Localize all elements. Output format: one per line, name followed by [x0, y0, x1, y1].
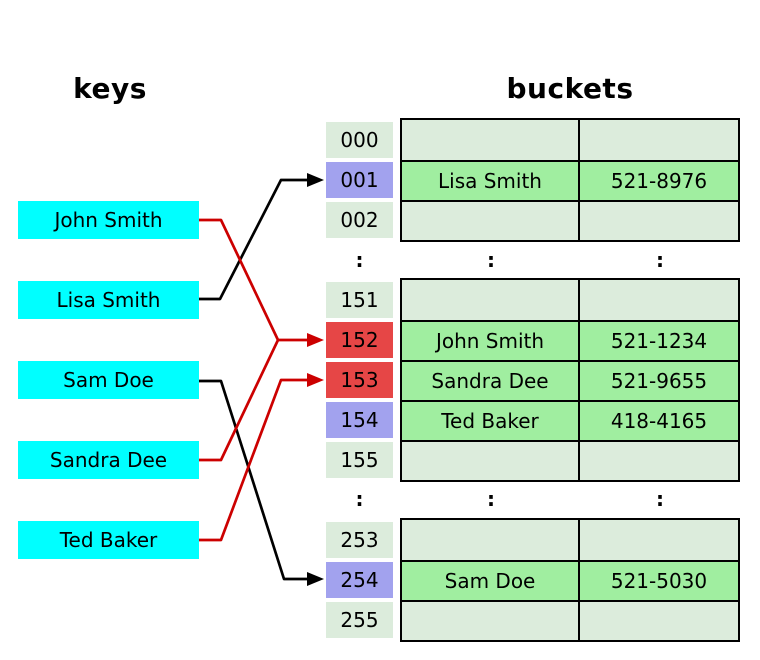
- slot-152: 152: [326, 322, 393, 358]
- bucket-table-block-1: Lisa Smith 521-8976: [400, 118, 740, 242]
- ellipsis-phone-1: :: [656, 248, 664, 272]
- bucket-row-155: [402, 440, 738, 480]
- bucket-154-phone: 418-4165: [580, 402, 738, 440]
- bucket-001-phone: 521-8976: [580, 162, 738, 200]
- bucket-255-name: [402, 602, 580, 640]
- bucket-151-name: [402, 280, 580, 320]
- bucket-row-153: Sandra Dee 521-9655: [402, 360, 738, 400]
- bucket-000-name: [402, 120, 580, 160]
- arrow-john-smith-to-152: [199, 218, 309, 342]
- arrow-sam-doe-to-254: [199, 379, 309, 581]
- arrow-lisa-smith-to-001: [199, 178, 309, 301]
- slot-000: 000: [326, 122, 393, 158]
- slot-154: 154: [326, 402, 393, 438]
- bucket-row-002: [402, 200, 738, 240]
- bucket-row-152: John Smith 521-1234: [402, 320, 738, 360]
- bucket-153-phone: 521-9655: [580, 362, 738, 400]
- bucket-253-name: [402, 520, 580, 560]
- arrowhead-153: [307, 373, 324, 387]
- arrow-ted-baker-to-153: [199, 378, 309, 542]
- bucket-row-253: [402, 520, 738, 560]
- key-ted-baker: Ted Baker: [18, 521, 199, 559]
- slot-001: 001: [326, 162, 393, 198]
- bucket-table-block-2: John Smith 521-1234 Sandra Dee 521-9655 …: [400, 278, 740, 482]
- bucket-152-name: John Smith: [402, 322, 580, 360]
- bucket-row-001: Lisa Smith 521-8976: [402, 160, 738, 200]
- bucket-253-phone: [580, 520, 738, 560]
- ellipsis-name-1: :: [487, 248, 495, 272]
- key-lisa-smith: Lisa Smith: [18, 281, 199, 319]
- bucket-002-name: [402, 202, 580, 240]
- key-sam-doe: Sam Doe: [18, 361, 199, 399]
- bucket-254-name: Sam Doe: [402, 562, 580, 600]
- buckets-heading: buckets: [506, 72, 634, 105]
- ellipsis-phone-2: :: [656, 487, 664, 511]
- bucket-row-255: [402, 600, 738, 640]
- arrowhead-001: [307, 173, 324, 187]
- bucket-155-phone: [580, 442, 738, 480]
- ellipsis-index-2: :: [355, 487, 364, 511]
- slot-153: 153: [326, 362, 393, 398]
- arrowhead-254: [307, 572, 324, 586]
- arrowhead-152: [307, 333, 324, 347]
- keys-heading: keys: [73, 72, 147, 105]
- key-john-smith: John Smith: [18, 201, 199, 239]
- bucket-152-phone: 521-1234: [580, 322, 738, 360]
- slot-002: 002: [326, 202, 393, 238]
- bucket-255-phone: [580, 602, 738, 640]
- bucket-155-name: [402, 442, 580, 480]
- bucket-151-phone: [580, 280, 738, 320]
- bucket-153-name: Sandra Dee: [402, 362, 580, 400]
- slot-254: 254: [326, 562, 393, 598]
- bucket-row-254: Sam Doe 521-5030: [402, 560, 738, 600]
- bucket-254-phone: 521-5030: [580, 562, 738, 600]
- slot-151: 151: [326, 282, 393, 318]
- slot-155: 155: [326, 442, 393, 478]
- slot-253: 253: [326, 522, 393, 558]
- bucket-000-phone: [580, 120, 738, 160]
- ellipsis-index-1: :: [355, 248, 364, 272]
- key-sandra-dee: Sandra Dee: [18, 441, 199, 479]
- arrow-sandra-dee-to-152: [199, 339, 280, 462]
- bucket-001-name: Lisa Smith: [402, 162, 580, 200]
- bucket-row-000: [402, 120, 738, 160]
- bucket-row-154: Ted Baker 418-4165: [402, 400, 738, 440]
- bucket-row-151: [402, 280, 738, 320]
- bucket-154-name: Ted Baker: [402, 402, 580, 440]
- bucket-002-phone: [580, 202, 738, 240]
- ellipsis-name-2: :: [487, 487, 495, 511]
- slot-255: 255: [326, 602, 393, 638]
- bucket-table-block-3: Sam Doe 521-5030: [400, 518, 740, 642]
